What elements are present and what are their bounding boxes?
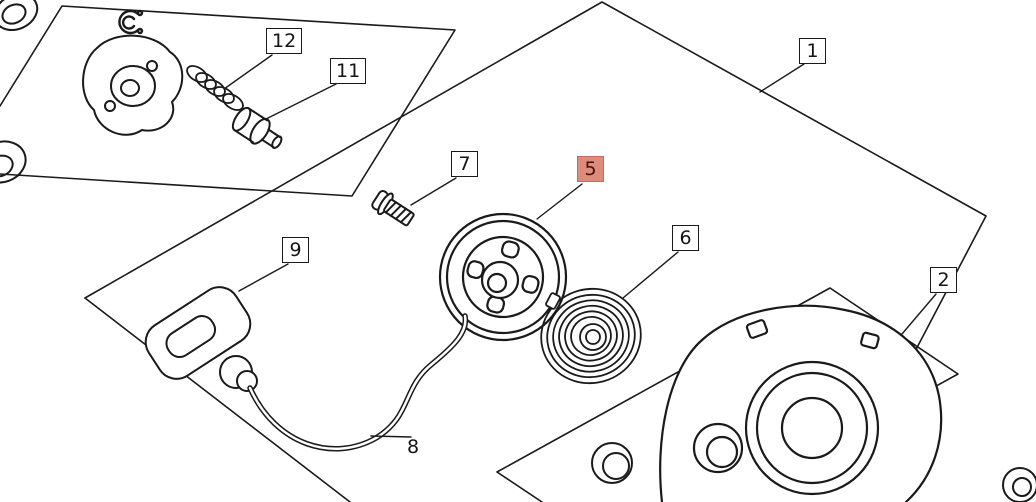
leader-part-11 [265,83,337,120]
leader-lines [223,54,937,438]
part-label-6[interactable]: 6 [672,225,699,251]
leader-part-8 [370,435,412,438]
leader-part-7 [410,177,457,206]
starter-pawl [231,106,283,149]
leader-part-5 [536,183,583,220]
recoil-spring [540,287,642,385]
washer-top-left [0,0,39,31]
part-label-2[interactable]: 2 [930,267,957,293]
starter-rope [247,313,469,452]
leader-part-12 [223,54,273,90]
cam-plate [82,34,184,136]
leader-part-6 [622,251,679,299]
leader-part-1 [759,63,805,93]
washer-left-edge [0,140,27,184]
grip-ferrule [219,355,258,392]
e-clip [118,9,144,35]
starter-grip [144,286,252,380]
grommet [591,442,633,484]
fan-housing-cover [659,304,943,502]
part-label-7[interactable]: 7 [451,151,478,177]
screw [371,189,415,227]
leader-part-2 [901,293,937,335]
part-label-5-highlighted[interactable]: 5 [577,156,604,182]
part-label-11[interactable]: 11 [330,58,367,84]
starter-pulley [438,212,568,342]
washer-right-edge [1002,467,1036,502]
coil-spring [186,65,244,111]
part-label-8[interactable]: 8 [407,435,420,458]
part-label-12[interactable]: 12 [266,28,303,54]
assembly-boundary-pawl-group [0,5,456,197]
part-label-9[interactable]: 9 [282,237,309,263]
leader-part-9 [238,263,289,292]
part-label-1[interactable]: 1 [799,38,826,64]
